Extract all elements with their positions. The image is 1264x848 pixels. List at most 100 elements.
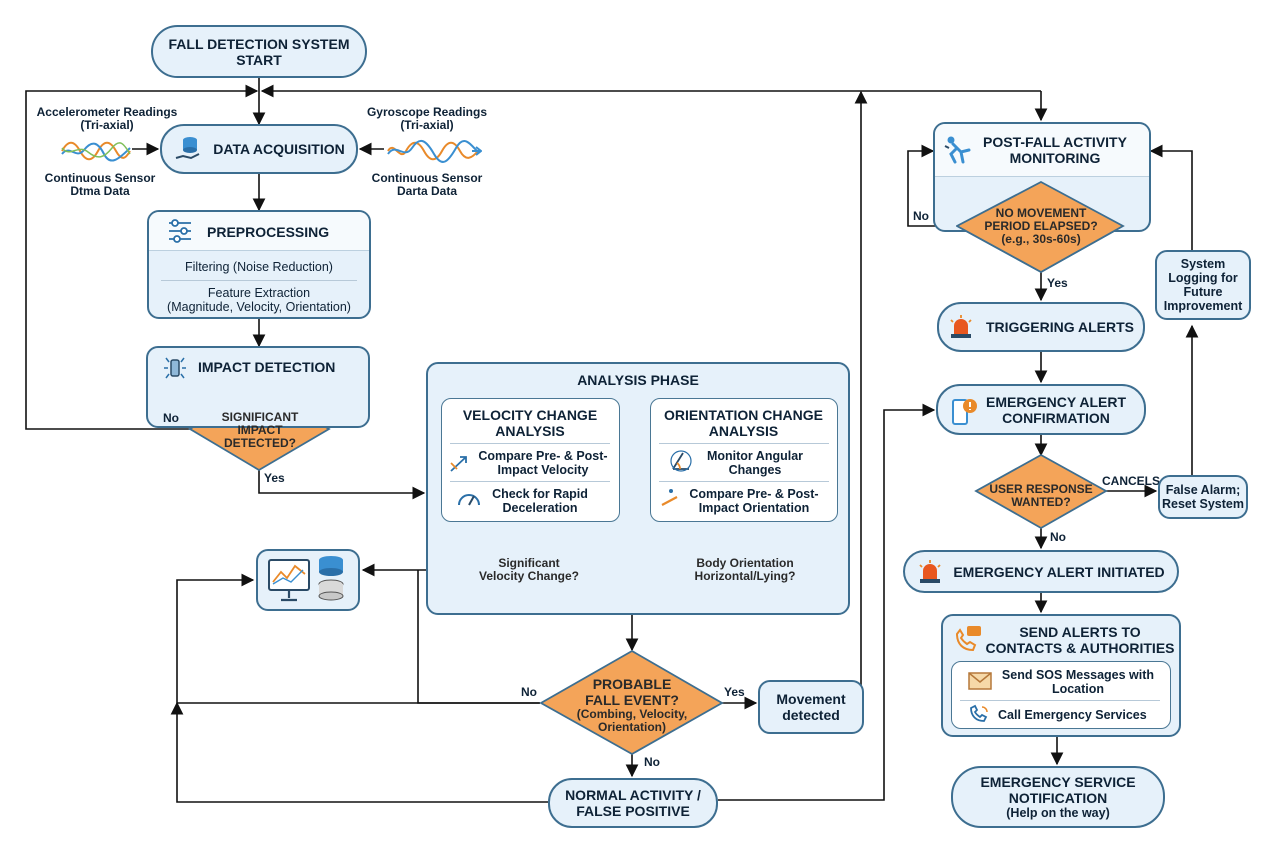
emergency-confirmation-title: EMERGENCY ALERT CONFIRMATION <box>986 394 1126 426</box>
probable-fall-line2: FALL EVENT? <box>585 692 679 708</box>
orientation-decision-text: Body Orientation Horizontal/Lying? <box>681 557 809 583</box>
send-alerts-node: SEND ALERTS TO CONTACTS & AUTHORITIES Se… <box>941 614 1181 737</box>
start-line1: FALL DETECTION SYSTEM <box>168 35 350 52</box>
accelerometer-caption-line2: Dtma Data <box>70 184 130 198</box>
no-movement-decision-overlay <box>956 181 1125 274</box>
velocity-title: VELOCITY CHANGE ANALYSIS <box>442 407 618 439</box>
gyroscope-wave-icon <box>387 139 482 163</box>
accelerometer-title: Accelerometer Readings (Tri-axial) <box>18 106 196 132</box>
velocity-item2-line2: Deceleration <box>502 501 578 515</box>
triggering-alerts-title: TRIGGERING ALERTS <box>985 319 1135 335</box>
arrow-normal-loop-left <box>170 701 548 803</box>
impact-sensor-icon <box>164 357 186 379</box>
impact-decision-line3: DETECTED? <box>224 436 296 450</box>
service-notification-line1: EMERGENCY SERVICE <box>980 774 1136 790</box>
impact-decision-line2: IMPACT <box>237 423 283 437</box>
orientation-item1: Monitor Angular Changes <box>695 449 815 477</box>
velocity-item1: Compare Pre- & Post- Impact Velocity <box>468 449 618 477</box>
preprocessing-title: PREPROCESSING <box>207 224 330 240</box>
accelerometer-caption-line1: Continuous Sensor <box>44 171 156 185</box>
user-response-line1: USER RESPONSE <box>989 482 1093 496</box>
accelerometer-wave-icon <box>61 141 131 162</box>
send-sos-line1: Send SOS Messages with <box>1001 668 1155 682</box>
probable-fall-line4: Orientation) <box>598 720 666 734</box>
probable-fall-line3: (Combing, Velocity, <box>576 707 688 721</box>
envelope-icon <box>968 672 992 690</box>
system-logging-line2: Logging for <box>1168 271 1238 285</box>
send-alerts-divider <box>960 700 1160 701</box>
alert-initiated-node: EMERGENCY ALERT INITIATED <box>903 550 1179 593</box>
siren-icon <box>950 315 972 338</box>
probable-fall-yes-label: Yes <box>724 685 745 699</box>
preprocessing-filtering: Filtering (Noise Reduction) <box>185 260 333 274</box>
alert-initiated-title: EMERGENCY ALERT INITIATED <box>953 563 1165 580</box>
orientation-item2: Compare Pre- & Post- Impact Orientation <box>679 487 829 515</box>
user-response-text: USER RESPONSE WANTED? <box>986 483 1096 509</box>
post-fall-header <box>935 124 1149 177</box>
false-alarm-node: False Alarm; Reset System <box>1158 475 1248 519</box>
post-fall-yes-label: Yes <box>1047 276 1068 290</box>
accelerometer-title-line2: (Tri-axial) <box>80 118 134 132</box>
orientation-item2-line2: Impact Orientation <box>698 501 810 515</box>
start-line2: START <box>236 51 282 68</box>
movement-detected-node: Movement detected <box>758 680 864 734</box>
emergency-confirmation-node: EMERGENCY ALERT CONFIRMATION <box>936 384 1146 435</box>
velocity-title-line1: VELOCITY CHANGE <box>462 407 598 423</box>
orientation-title-line1: ORIENTATION CHANGE <box>664 407 823 423</box>
impact-decision-text: SIGNIFICANT IMPACT DETECTED? <box>200 411 320 450</box>
orientation-title-line2: ANALYSIS <box>708 423 779 439</box>
preprocessing-feature-line1: Feature Extraction <box>207 286 311 300</box>
velocity-title-line2: ANALYSIS <box>495 423 565 439</box>
impact-decision-line1: SIGNIFICANT <box>221 410 299 424</box>
velocity-item1-line2: Impact Velocity <box>497 463 589 477</box>
arrow-normal-to-confirmation <box>718 403 936 801</box>
orientation-item2-line1: Compare Pre- & Post- <box>689 487 819 501</box>
velocity-decision-line2: Velocity Change? <box>478 569 580 583</box>
velocity-item1-line1: Compare Pre- & Post- <box>478 449 608 463</box>
service-notification-node: EMERGENCY SERVICE NOTIFICATION (Help on … <box>951 766 1165 828</box>
falling-person-icon <box>944 136 971 164</box>
send-alerts-line2: CONTACTS & AUTHORITIES <box>985 640 1175 656</box>
normal-activity-line1: NORMAL ACTIVITY / <box>565 787 701 803</box>
velocity-decision-text: Significant Velocity Change? <box>469 557 589 583</box>
normal-activity-node: NORMAL ACTIVITY / FALSE POSITIVE <box>548 778 718 828</box>
preprocessing-node: PREPROCESSING Filtering (Noise Reduction… <box>147 210 371 319</box>
angle-icon <box>670 450 692 472</box>
send-sos-item: Send SOS Messages with Location <box>998 668 1158 696</box>
sliders-icon <box>169 219 191 243</box>
no-movement-line2: PERIOD ELAPSED? <box>984 219 1098 233</box>
arrow-impact-yes-to-analysis <box>258 470 426 500</box>
system-logging-node: System Logging for Future Improvement <box>1155 250 1251 320</box>
orientation-divider-top <box>659 443 829 444</box>
impact-detection-title: IMPACT DETECTION <box>198 359 336 375</box>
false-alarm-line2: Reset System <box>1162 497 1244 511</box>
phone-alert-icon <box>952 399 977 425</box>
triggering-alerts-node: TRIGGERING ALERTS <box>937 302 1145 352</box>
probable-fall-no-down-label: No <box>644 755 660 769</box>
siren-icon-2 <box>919 559 941 583</box>
monitor-database-icon <box>268 556 344 602</box>
phone-message-icon <box>955 626 981 652</box>
probable-fall-text: PROBABLE FALL EVENT? (Combing, Velocity,… <box>566 676 698 734</box>
false-alarm-line1: False Alarm; <box>1165 483 1241 497</box>
no-movement-line1: NO MOVEMENT <box>995 206 1087 220</box>
user-response-cancels-label: CANCELS <box>1102 474 1161 488</box>
call-emergency-item: Call Emergency Services <box>998 708 1147 722</box>
send-alerts-list: Send SOS Messages with Location Call Eme… <box>951 661 1171 729</box>
accelerometer-title-line1: Accelerometer Readings <box>36 105 178 119</box>
velocity-divider-mid <box>450 481 610 482</box>
no-movement-text: NO MOVEMENT PERIOD ELAPSED? (e.g., 30s-6… <box>976 207 1106 246</box>
velocity-item2: Check for Rapid Deceleration <box>478 487 602 515</box>
send-alerts-title: SEND ALERTS TO CONTACTS & AUTHORITIES <box>983 624 1177 656</box>
orientation-analysis-box: ORIENTATION CHANGE ANALYSIS Monitor Angu… <box>650 398 838 522</box>
service-notification-line2: NOTIFICATION <box>1008 790 1108 806</box>
no-movement-line3: (e.g., 30s-60s) <box>1001 232 1081 246</box>
velocity-decision-line1: Significant <box>498 556 560 570</box>
emergency-confirmation-line1: EMERGENCY ALERT <box>985 393 1126 410</box>
preprocessing-feature-line2: (Magnitude, Velocity, Orientation) <box>167 300 351 314</box>
velocity-arrow-icon <box>450 456 467 472</box>
gyroscope-title-line1: Gyroscope Readings <box>366 105 488 119</box>
gyroscope-caption-line2: Darta Data <box>396 184 458 198</box>
gyroscope-caption-line1: Continuous Sensor <box>371 171 483 185</box>
data-storage-node <box>256 549 360 611</box>
